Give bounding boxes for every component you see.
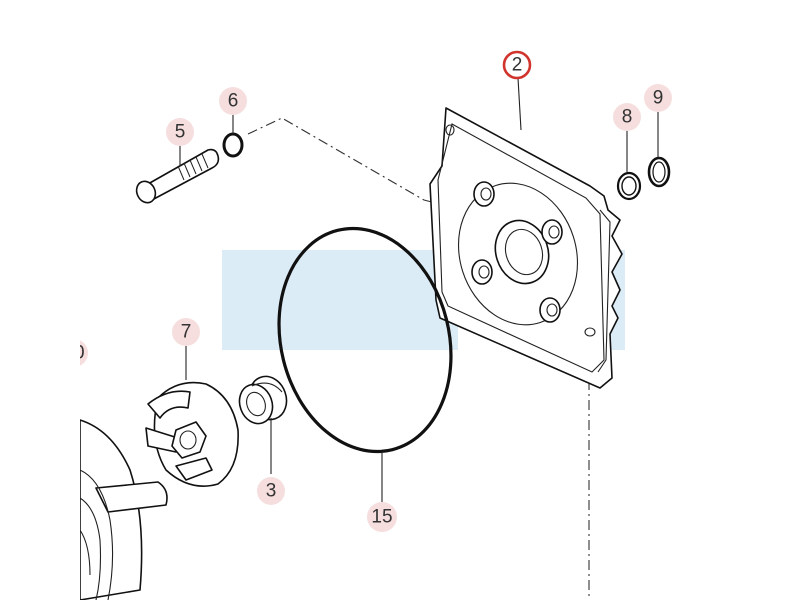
- callout-6[interactable]: 6: [219, 87, 247, 115]
- impeller-part-7: [145, 381, 239, 487]
- callout-2[interactable]: 2: [502, 50, 532, 80]
- callout-9-badge: [644, 84, 672, 112]
- left-crop-mask: [0, 0, 80, 600]
- callout-8[interactable]: 8: [613, 103, 641, 131]
- cover-plate-part-2: [429, 107, 623, 389]
- callout-9-label: 9: [653, 88, 664, 109]
- callout-9[interactable]: 9: [644, 84, 672, 112]
- callout-5[interactable]: 5: [166, 118, 194, 146]
- bolt-part-5: [135, 148, 220, 204]
- watermark-band: [222, 250, 458, 350]
- seal-part-3: [238, 375, 288, 425]
- washer-part-9: [647, 156, 671, 188]
- callout-8-label: 8: [622, 107, 633, 128]
- gasket-part-15: [277, 226, 453, 454]
- callout-3-label: 3: [266, 481, 277, 502]
- callout-15-label: 15: [371, 507, 392, 528]
- callout-15[interactable]: 15: [367, 502, 397, 532]
- callout-3[interactable]: 3: [257, 477, 285, 505]
- callout-5-badge: [166, 118, 194, 146]
- callout-6-badge: [219, 87, 247, 115]
- callout-2-label: 2: [512, 55, 523, 76]
- callout-3-badge: [257, 477, 285, 505]
- oring-part-6: [222, 132, 244, 158]
- callout-8-badge: [613, 103, 641, 131]
- callout-7[interactable]: 7: [172, 318, 200, 346]
- callout-7-label: 7: [181, 322, 192, 343]
- leader-2: [517, 77, 522, 131]
- washer-part-8: [616, 171, 642, 201]
- callout-7-badge: [172, 318, 200, 346]
- callout-15-badge: [367, 502, 397, 532]
- housing-part-10: [79, 419, 168, 600]
- callout-5-label: 5: [175, 122, 186, 143]
- callout-2-badge: [502, 50, 532, 80]
- leader-lines: [179, 77, 659, 502]
- callout-6-label: 6: [228, 91, 239, 112]
